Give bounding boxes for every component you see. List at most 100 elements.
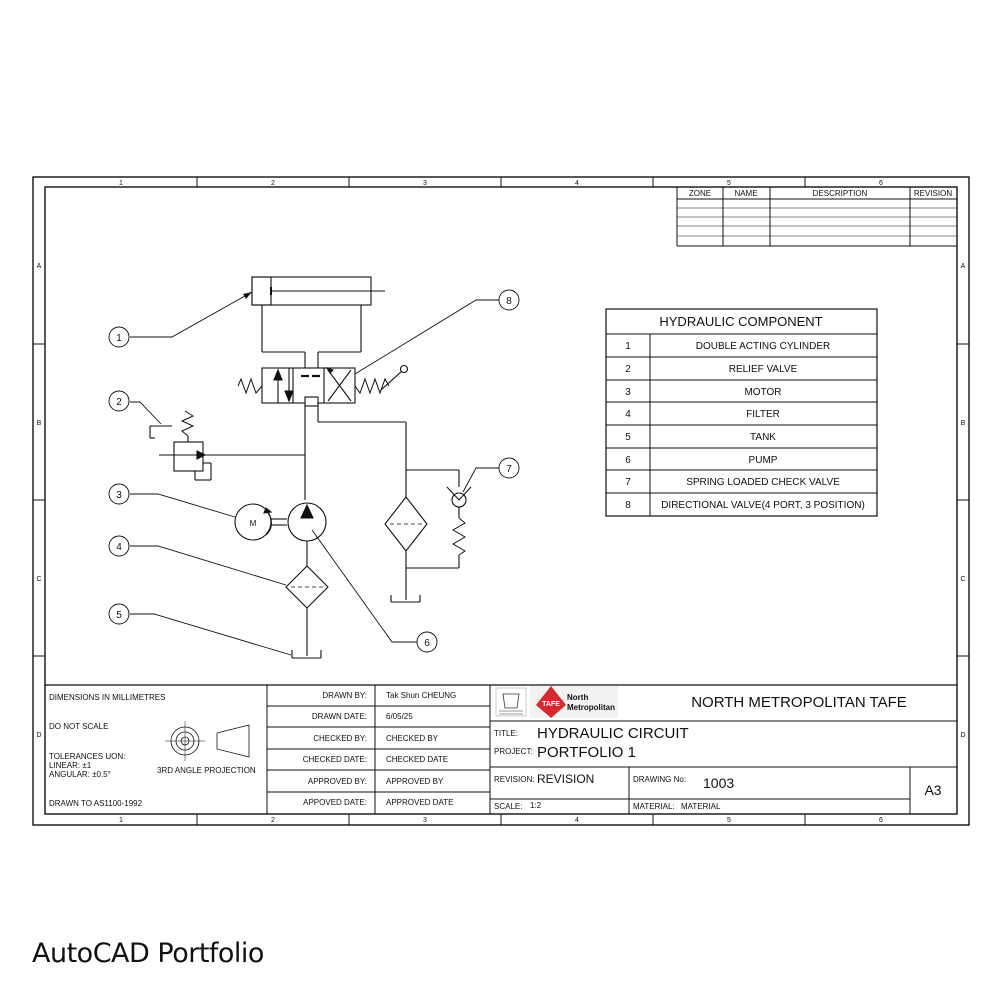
logo-line-1: North	[567, 693, 588, 702]
callout-bubbles	[108, 289, 520, 653]
project-name: PORTFOLIO 1	[537, 744, 636, 761]
drawing-no-label: DRAWING No:	[633, 775, 686, 784]
column-label-bottom: 2	[271, 817, 275, 824]
column-label-top: 2	[271, 180, 275, 187]
column-label-bottom: 1	[119, 817, 123, 824]
motor-label: M	[250, 519, 257, 528]
component-no: 7	[625, 477, 631, 488]
callout-8: 8	[506, 296, 512, 307]
border-frame	[32, 176, 970, 826]
callout-2: 2	[116, 397, 122, 408]
row-label-right: B	[961, 420, 966, 427]
signoff-label-approved-by: APPROVED BY:	[308, 777, 367, 786]
column-label-bottom: 5	[727, 817, 731, 824]
column-label-top: 3	[423, 180, 427, 187]
component-no: 5	[625, 432, 631, 443]
project-label: PROJECT:	[494, 747, 533, 756]
material-value: MATERIAL	[681, 802, 721, 811]
callout-4: 4	[116, 542, 122, 553]
return-filter-symbol	[384, 469, 460, 603]
component-no: 2	[625, 364, 631, 375]
row-label-left: C	[36, 576, 41, 583]
logo-line-2: Metropolitan	[567, 703, 615, 712]
signoff-label-checked-date: CHECKED DATE:	[303, 755, 367, 764]
logo-badge: TAFE	[542, 701, 560, 708]
government-crest-logo	[495, 687, 527, 717]
component-name: DIRECTIONAL VALVE(4 PORT, 3 POSITION)	[661, 500, 865, 511]
row-label-left: B	[37, 420, 42, 427]
signoff-label-approved-date: APPOVED DATE:	[303, 798, 367, 807]
material-label: MATERIAL:	[633, 802, 675, 811]
note-tolerances: TOLERANCES UON:	[49, 752, 125, 761]
revision-table: ZONE NAME DESCRIPTION REVISION	[676, 187, 957, 247]
signoff-label-drawn-date: DRAWN DATE:	[312, 712, 367, 721]
north-metropolitan-tafe-logo: TAFE North Metropolitan	[530, 686, 618, 718]
signoff-value-approved-by: APPROVED BY	[386, 777, 444, 786]
component-no: 6	[625, 455, 631, 466]
hydraulic-circuit	[108, 276, 520, 659]
callout-7: 7	[506, 464, 512, 475]
signoff-value-drawn-by: Tak Shun CHEUNG	[386, 691, 456, 700]
component-no: 4	[625, 409, 631, 420]
component-name: FILTER	[746, 409, 780, 420]
leader-lines	[130, 291, 500, 656]
relief-valve-symbol	[149, 410, 305, 481]
row-label-left: A	[37, 263, 42, 270]
organisation-name: NORTH METROPOLITAN TAFE	[691, 694, 907, 711]
row-label-right: D	[960, 732, 965, 739]
note-do-not-scale: DO NOT SCALE	[49, 722, 108, 731]
row-label-left: D	[36, 732, 41, 739]
component-name: RELIEF VALVE	[729, 364, 798, 375]
component-name: TANK	[750, 432, 776, 443]
note-standard: DRAWN TO AS1100-1992	[49, 799, 143, 808]
portfolio-caption: AutoCAD Portfolio	[32, 938, 264, 969]
note-linear: LINEAR: ±1	[49, 761, 92, 770]
row-label-right: A	[961, 263, 966, 270]
title-block	[45, 684, 957, 814]
note-dimensions: DIMENSIONS IN MILLIMETRES	[49, 693, 165, 702]
signoff-label-checked-by: CHECKED BY:	[313, 734, 367, 743]
double-acting-cylinder-symbol	[251, 276, 385, 368]
component-name: MOTOR	[744, 387, 781, 398]
check-valve-symbol	[446, 486, 472, 568]
column-label-top: 1	[119, 180, 123, 187]
drawing-no-value: 1003	[703, 775, 734, 791]
column-label-bottom: 6	[879, 817, 883, 824]
scale-label: SCALE:	[494, 802, 522, 811]
column-label-bottom: 4	[575, 817, 579, 824]
revision-header-name: NAME	[734, 189, 757, 198]
component-no: 1	[625, 341, 631, 352]
component-table: HYDRAULIC COMPONENT 1 DOUBLE ACTING CYLI…	[605, 308, 878, 517]
column-label-bottom: 3	[423, 817, 427, 824]
note-angular: ANGULAR: ±0.5°	[49, 770, 111, 779]
signoff-value-checked-date: CHECKED DATE	[386, 755, 448, 764]
revision-value: REVISION	[537, 772, 594, 786]
revision-header-revision: REVISION	[914, 189, 952, 198]
column-label-top: 4	[575, 180, 579, 187]
signoff-value-checked-by: CHECKED BY	[386, 734, 439, 743]
revision-header-description: DESCRIPTION	[813, 189, 868, 198]
callout-1: 1	[116, 333, 122, 344]
filter-symbol	[285, 565, 329, 656]
drawing-title: HYDRAULIC CIRCUIT	[537, 725, 689, 742]
component-table-title: HYDRAULIC COMPONENT	[659, 314, 822, 329]
row-label-right: C	[960, 576, 965, 583]
third-angle-projection-icon	[165, 721, 250, 761]
revision-label: REVISION:	[494, 775, 534, 784]
pump-symbol	[287, 502, 327, 566]
callout-6: 6	[424, 638, 430, 649]
sheet-size: A3	[924, 782, 941, 798]
note-projection: 3RD ANGLE PROJECTION	[157, 766, 256, 775]
revision-header-zone: ZONE	[689, 189, 711, 198]
callout-5: 5	[116, 610, 122, 621]
signoff-value-drawn-date: 6/05/25	[386, 712, 413, 721]
title-label: TITLE:	[494, 729, 518, 738]
signoff-label-drawn-by: DRAWN BY:	[322, 691, 367, 700]
column-label-top: 5	[727, 180, 731, 187]
component-no: 3	[625, 387, 631, 398]
tank-symbol	[291, 650, 322, 659]
component-name: SPRING LOADED CHECK VALVE	[686, 477, 840, 488]
directional-valve-symbol	[237, 364, 409, 497]
column-label-top: 6	[879, 180, 883, 187]
